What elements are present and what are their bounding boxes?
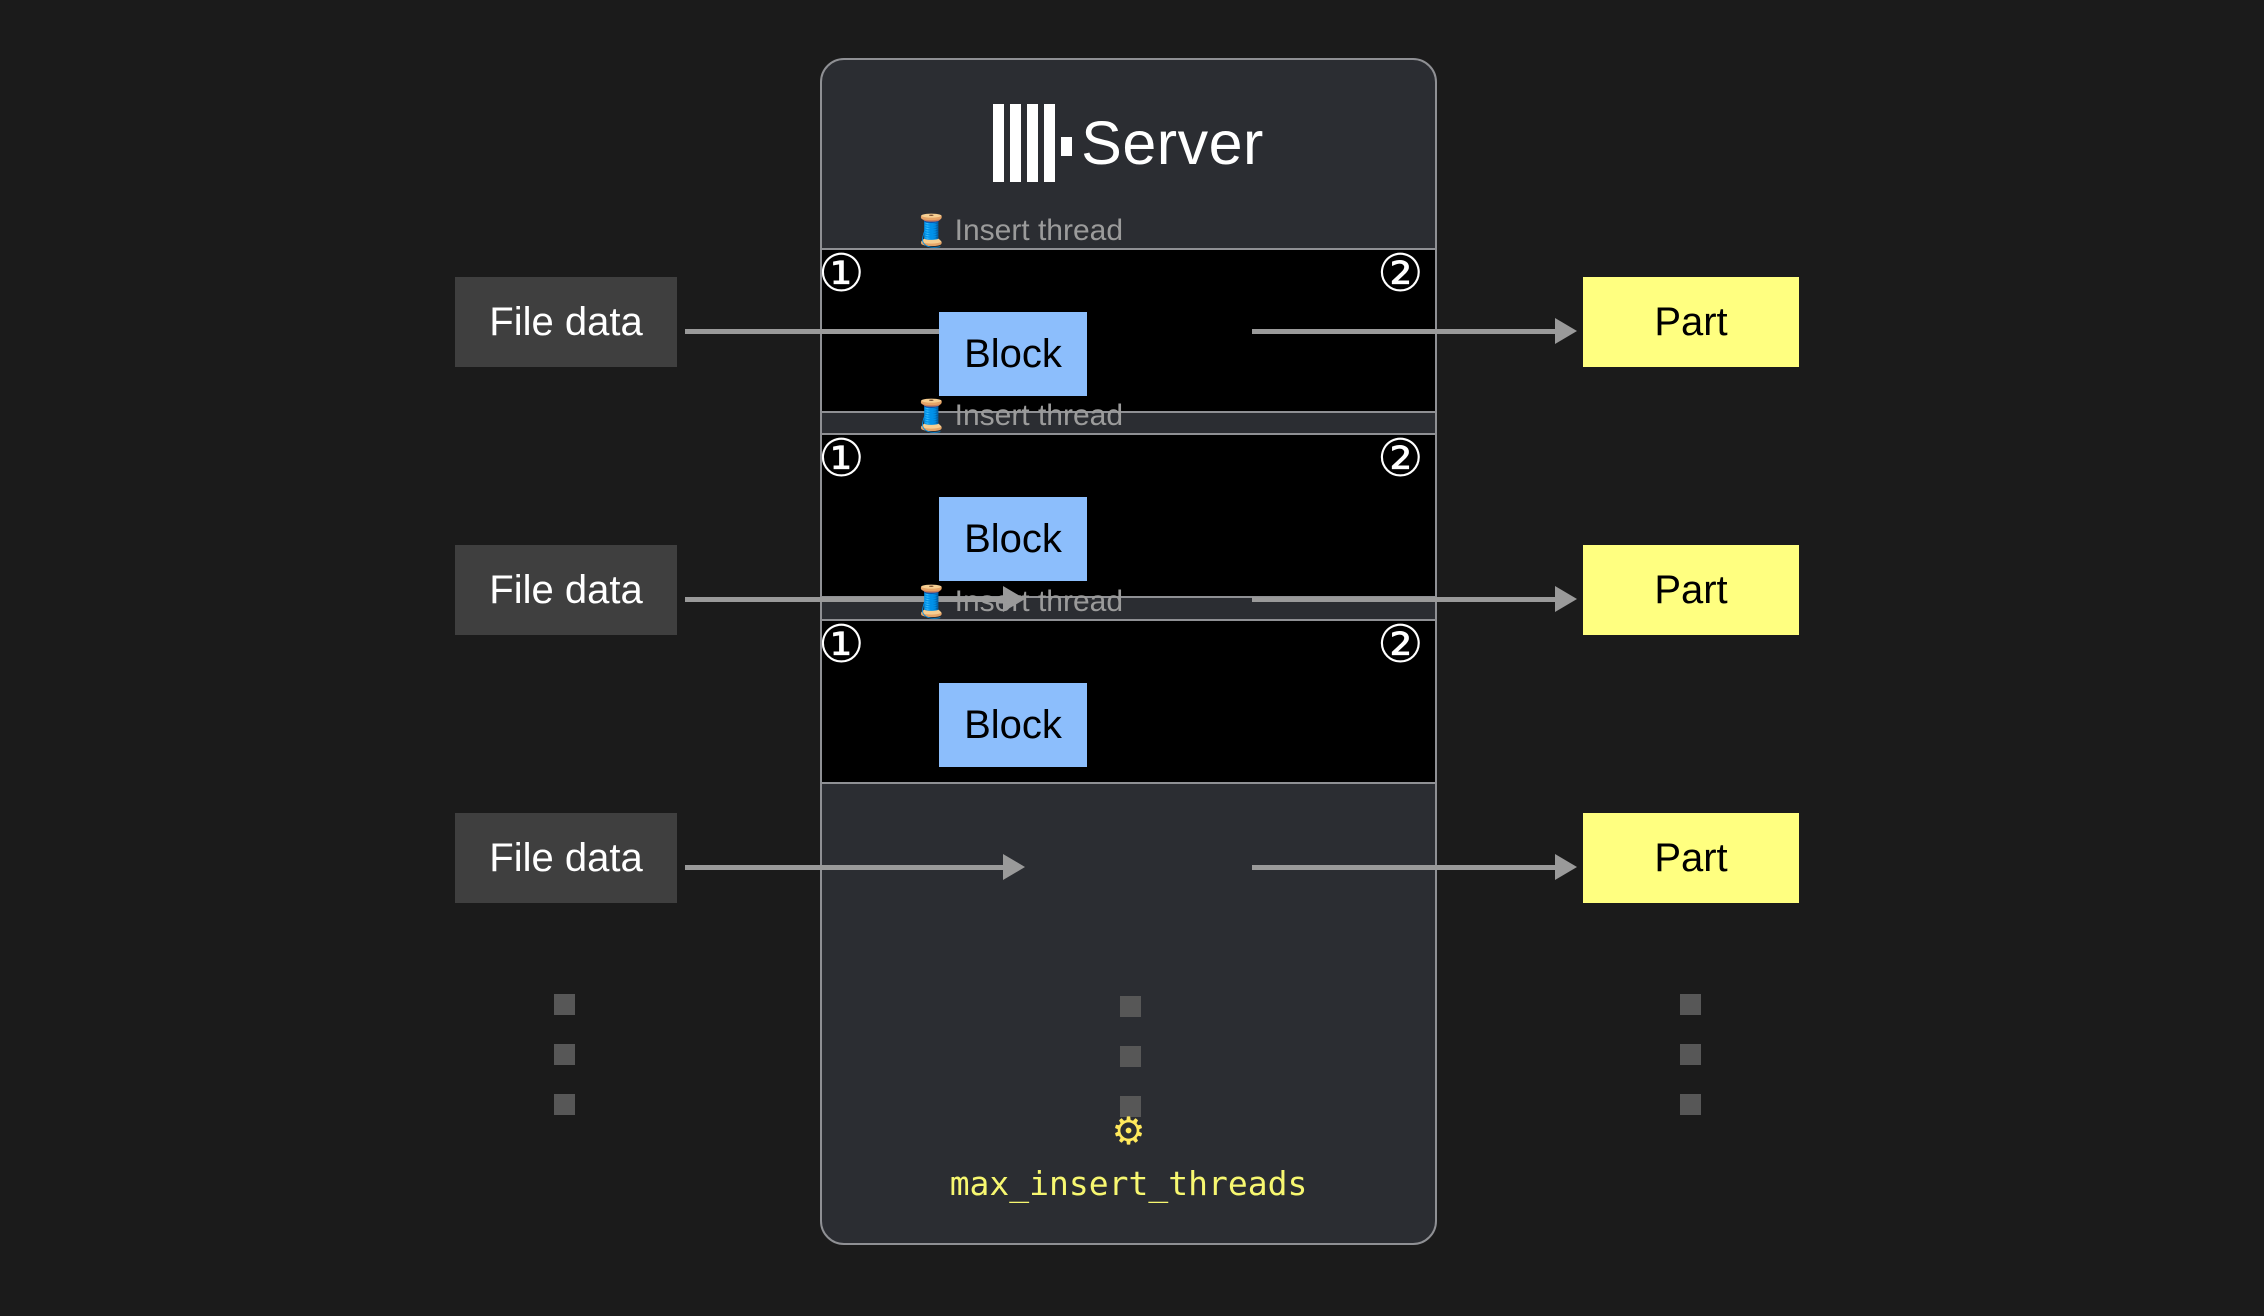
thread-spool-icon: 🧵	[912, 213, 951, 248]
step-marker-in-1: ①	[820, 245, 865, 303]
file-data-box-3: File data	[455, 813, 677, 903]
ellipsis-dot	[1680, 1044, 1701, 1065]
insert-thread-label-1: 🧵 Insert thread	[912, 215, 1123, 246]
thread-band-2	[822, 433, 1435, 598]
arrow-block-to-part-1	[1252, 318, 1577, 344]
file-data-label: File data	[489, 835, 643, 880]
gear-icon: ⚙	[1111, 1111, 1146, 1153]
max-insert-threads-label: max_insert_threads	[949, 1164, 1308, 1203]
file-data-box-2: File data	[455, 545, 677, 635]
ellipsis-left	[554, 994, 575, 1144]
block-label: Block	[964, 516, 1062, 561]
part-label: Part	[1654, 299, 1728, 344]
server-card: Server Block ① ② 🧵 Insert thread Block ①…	[820, 58, 1437, 1245]
server-header: Server	[822, 104, 1435, 182]
part-box-2: Part	[1583, 545, 1799, 635]
file-data-box-1: File data	[455, 277, 677, 367]
ellipsis-dot	[554, 1044, 575, 1065]
step-marker-in-3: ①	[820, 616, 865, 674]
block-box-2: Block	[939, 497, 1087, 581]
step-marker-in-2: ①	[820, 430, 865, 488]
step-marker-out-1: ②	[1377, 245, 1424, 303]
ellipsis-dot	[554, 1094, 575, 1115]
insert-thread-text: Insert thread	[954, 398, 1124, 432]
part-label: Part	[1654, 567, 1728, 612]
part-box-3: Part	[1583, 813, 1799, 903]
file-data-label: File data	[489, 299, 643, 344]
thread-spool-icon: 🧵	[912, 398, 951, 433]
file-data-label: File data	[489, 567, 643, 612]
insert-thread-text: Insert thread	[954, 584, 1124, 618]
arrow-block-to-part-3	[1252, 854, 1577, 880]
clickhouse-logo-icon	[993, 104, 1073, 182]
thread-band-3	[822, 619, 1435, 784]
block-label: Block	[964, 331, 1062, 376]
ellipsis-dot	[554, 994, 575, 1015]
insert-thread-label-2: 🧵 Insert thread	[912, 400, 1123, 431]
ellipsis-dot	[1680, 994, 1701, 1015]
insert-thread-text: Insert thread	[954, 213, 1124, 247]
block-box-3: Block	[939, 683, 1087, 767]
arrow-file-to-block-2	[685, 586, 1025, 612]
insert-thread-label-3: 🧵 Insert thread	[912, 586, 1123, 617]
step-marker-out-3: ②	[1377, 616, 1424, 674]
server-title: Server	[1081, 108, 1264, 177]
arrow-file-to-block-3	[685, 854, 1025, 880]
block-label: Block	[964, 702, 1062, 747]
step-marker-out-2: ②	[1377, 430, 1424, 488]
thread-spool-icon: 🧵	[912, 584, 951, 619]
ellipsis-right	[1680, 994, 1701, 1144]
ellipsis-dot	[1120, 1046, 1141, 1067]
block-box-1: Block	[939, 312, 1087, 396]
ellipsis-dot	[1680, 1094, 1701, 1115]
arrow-block-to-part-2	[1252, 586, 1577, 612]
ellipsis-dot	[1120, 996, 1141, 1017]
part-box-1: Part	[1583, 277, 1799, 367]
ellipsis-dot	[1120, 1096, 1141, 1117]
part-label: Part	[1654, 835, 1728, 880]
ellipsis-center	[1120, 996, 1141, 1146]
